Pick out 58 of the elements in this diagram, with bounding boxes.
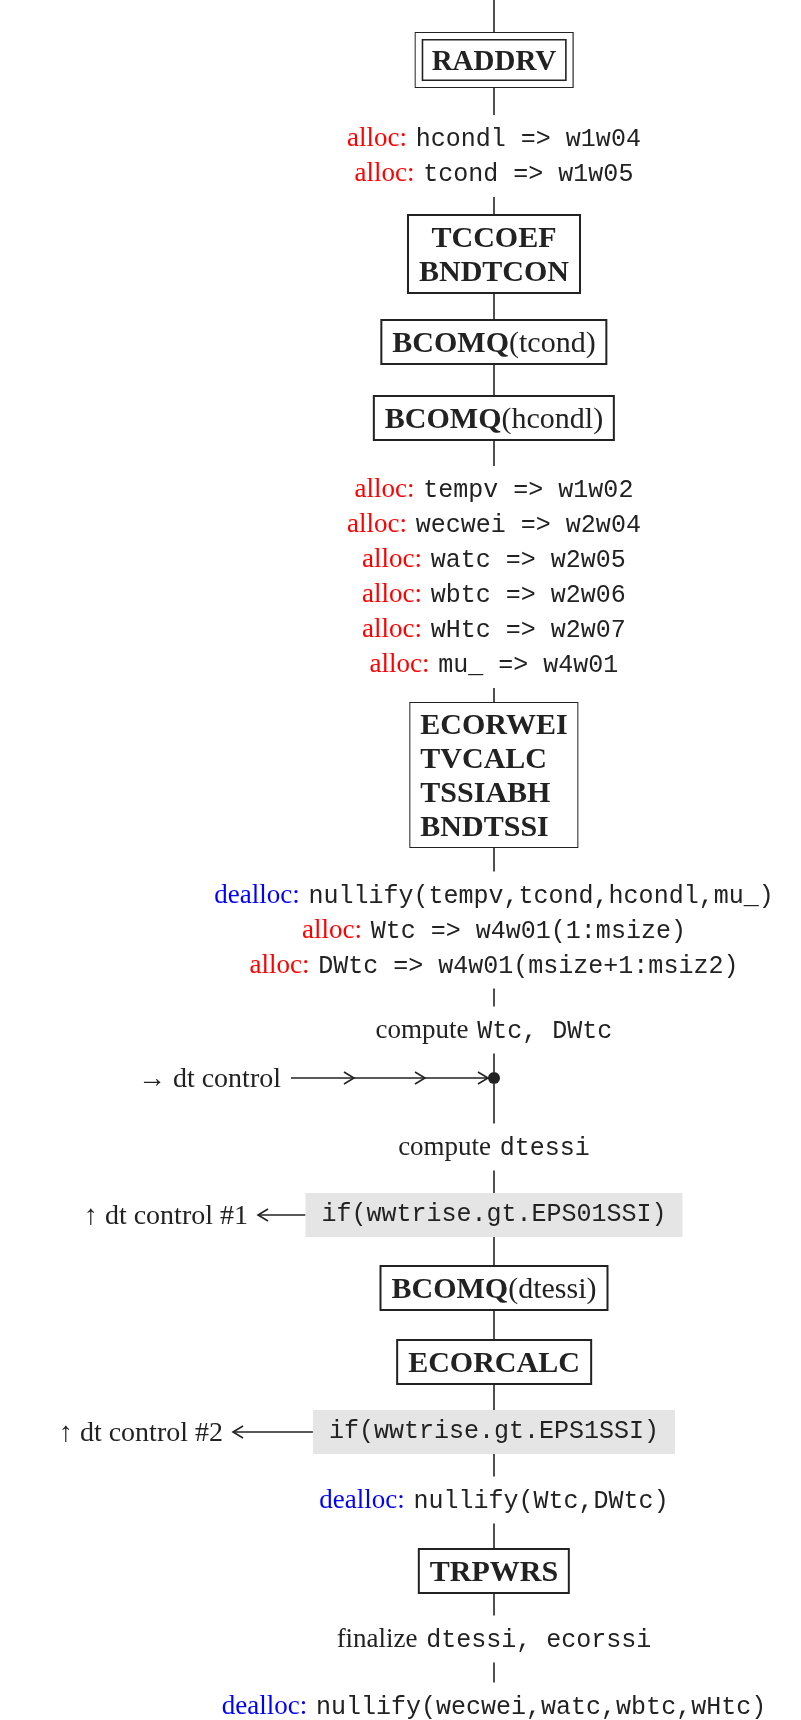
routine-box: TRPWRS — [417, 1548, 571, 1594]
allocation-statement: alloc: wecwei => w2w04 — [347, 507, 641, 542]
condition-box: if(wwtrise.gt.EPS01SSI) — [305, 1193, 683, 1237]
connector-line — [493, 987, 495, 1008]
routine-name: TVCALC — [420, 741, 548, 775]
connector-line — [493, 1453, 495, 1478]
connector-line — [493, 364, 495, 396]
connector-line — [493, 1236, 495, 1266]
connector-line — [493, 1661, 495, 1684]
allocation-statement: alloc: tcond => w1w05 — [354, 156, 634, 191]
arrow — [232, 1425, 314, 1439]
control-label: → dt control — [133, 1057, 291, 1099]
routine-name: TCCOEF — [431, 220, 557, 254]
allocation-statement: alloc: wbtc => w2w06 — [362, 577, 626, 612]
allocation-statement: dealloc: nullify(wecwei,watc,wbtc,wHtc) — [221, 1688, 767, 1720]
routine-box: ECORCALC — [396, 1339, 592, 1385]
connector-line — [493, 1052, 495, 1073]
arrow — [290, 1071, 489, 1085]
allocation-statement: dealloc: nullify(tempv,tcond,hcondl,mu_) — [214, 877, 774, 913]
connector-line — [493, 1522, 495, 1549]
allocation-statement: alloc: tempv => w1w02 — [354, 472, 634, 507]
routine-name: BNDTSSI — [420, 809, 549, 843]
routine-box: BCOMQ(dtessi) — [379, 1265, 609, 1311]
connector-line — [493, 847, 495, 873]
arrow — [257, 1208, 307, 1222]
connector-line — [493, 196, 495, 215]
routine-name: BNDTCON — [419, 254, 569, 288]
condition-box: if(wwtrise.gt.EPS1SSI) — [312, 1410, 676, 1454]
allocation-statement: alloc: DWtc => w4w01(msize+1:msiz2) — [249, 947, 739, 983]
allocation-statement: dealloc: nullify(Wtc,DWtc) — [319, 1482, 669, 1518]
step-note: finalize dtessi, ecorssi — [336, 1621, 652, 1657]
connector-line — [493, 293, 495, 320]
connector-line — [493, 87, 495, 116]
connector-line — [493, 1384, 495, 1411]
allocation-statement: alloc: hcondl => w1w04 — [347, 121, 641, 156]
routine-name: ECORWEI — [420, 707, 568, 741]
control-label: ↑ dt control #1 — [79, 1194, 258, 1236]
routine-box: BCOMQ(tcond) — [380, 319, 608, 365]
connector-line — [493, 687, 495, 703]
junction-dot — [488, 1072, 500, 1084]
step-note: compute dtessi — [398, 1129, 590, 1165]
connector-line — [493, 1083, 495, 1125]
connector-line — [493, 1169, 495, 1194]
allocation-statement: alloc: wHtc => w2w07 — [362, 612, 626, 647]
allocation-statement: alloc: mu_ => w4w01 — [369, 647, 619, 682]
routine-box — [409, 702, 579, 848]
routine-name: TSSIABH — [420, 775, 551, 809]
allocation-statement: alloc: Wtc => w4w01(1:msize) — [302, 912, 686, 948]
step-note: compute Wtc, DWtc — [375, 1012, 613, 1048]
control-label: ↑ dt control #2 — [54, 1411, 233, 1453]
allocation-statement: alloc: watc => w2w05 — [362, 542, 626, 577]
routine-box — [407, 214, 581, 294]
routine-box: BCOMQ(hcondl) — [372, 395, 616, 441]
connector-line — [493, 0, 495, 33]
connector-line — [493, 440, 495, 467]
connector-line — [493, 1310, 495, 1340]
routine-box: RADDRV — [414, 32, 574, 88]
connector-line — [493, 1593, 495, 1617]
